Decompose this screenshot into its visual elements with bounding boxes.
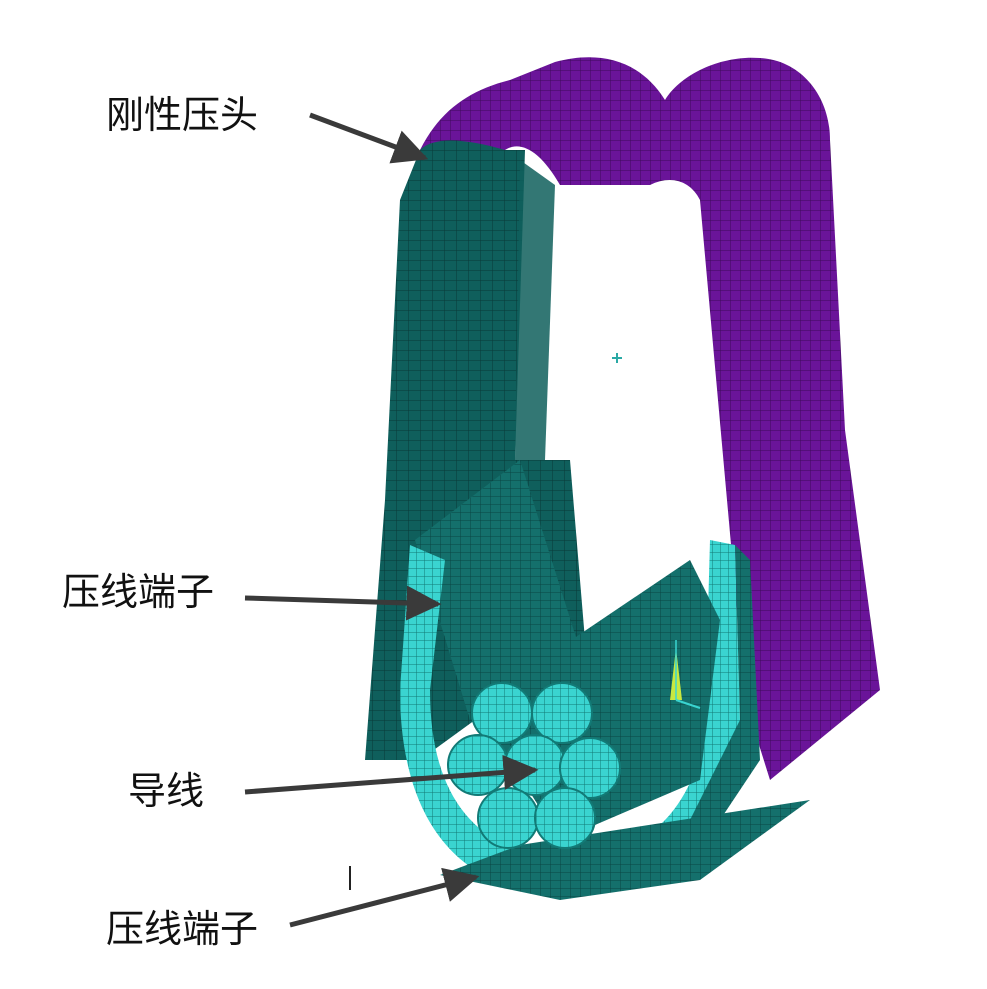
strand	[534, 787, 596, 849]
terminal-right-side	[690, 545, 760, 850]
strand	[559, 737, 621, 799]
terminal-u-channel	[400, 540, 740, 895]
crimp-terminal	[400, 460, 810, 900]
arrow-indenter	[309, 112, 429, 164]
origin-marker-icon	[612, 353, 622, 363]
arrow-terminal-upper	[244, 585, 442, 621]
terminal-base-plate	[440, 800, 810, 900]
indenter-left-front	[515, 160, 555, 460]
terminal-flat-panel	[415, 460, 580, 720]
arrow-terminal-lower	[289, 867, 480, 928]
strand	[447, 734, 509, 796]
arrow-conductor	[244, 754, 539, 795]
strand	[471, 682, 533, 744]
label-conductor: 导线	[128, 769, 205, 813]
indenter-top-lobes	[420, 57, 880, 781]
strand	[531, 682, 593, 744]
strand	[477, 787, 539, 849]
label-crimp-terminal-upper: 压线端子	[62, 570, 215, 614]
label-rigid-indenter: 刚性压头	[106, 93, 259, 137]
axis-triad-icon	[670, 640, 701, 709]
strand	[504, 734, 566, 796]
label-crimp-terminal-lower: 压线端子	[106, 907, 259, 951]
callout-arrows	[244, 112, 539, 928]
